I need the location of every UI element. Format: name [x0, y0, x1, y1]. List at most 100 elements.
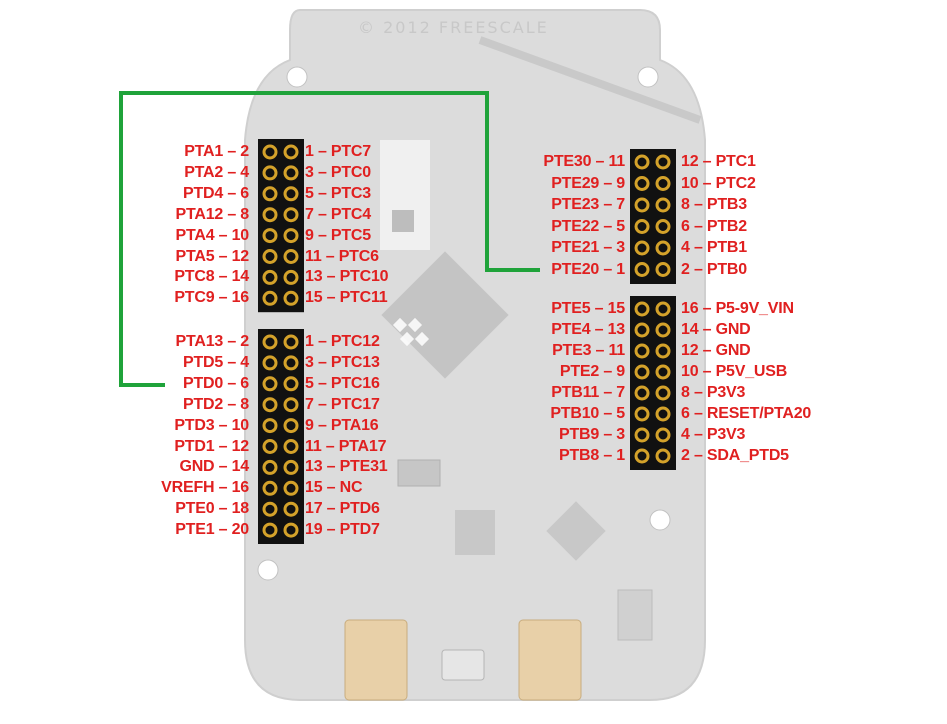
header-pin — [262, 439, 278, 454]
pin-label: 3 – PTC0 — [305, 163, 371, 181]
header-pin — [655, 301, 671, 317]
header-pin — [283, 418, 299, 434]
pin-label: 11 – PTC6 — [305, 247, 379, 265]
header-pin — [262, 269, 278, 285]
header-pin — [634, 301, 650, 317]
header-pin — [634, 406, 650, 422]
pin-label: PTE20 – 1 — [551, 260, 625, 278]
header-pin — [655, 154, 671, 170]
header-pin — [262, 290, 278, 306]
pin-label: 14 – GND — [681, 321, 751, 338]
pin-label: PTB8 – 1 — [559, 447, 625, 464]
header-pin — [634, 197, 650, 213]
header-pin — [283, 480, 299, 496]
header-pin — [283, 207, 299, 223]
pin-label: PTE30 – 11 — [543, 153, 625, 170]
pin-label: 1 – PTC12 — [305, 333, 380, 350]
header-pin — [634, 343, 650, 359]
u4-chip — [455, 510, 495, 555]
header-pin — [283, 501, 299, 517]
header-pin — [634, 385, 650, 401]
pin-label: PTA5 – 12 — [175, 247, 250, 265]
header-pin — [283, 249, 299, 264]
pin-label: PTE22 – 5 — [551, 217, 625, 235]
usb-connector-left — [344, 619, 408, 701]
usb-connector-right — [518, 619, 582, 701]
pin-label: PTA1 – 2 — [184, 143, 249, 160]
pin-label: PTA4 – 10 — [175, 226, 250, 244]
header-pin — [655, 322, 671, 338]
pin-label: PTE23 – 7 — [551, 196, 625, 213]
mcu-chip — [381, 251, 509, 379]
header-pin — [634, 154, 650, 170]
pin-label: PTD0 – 6 — [183, 374, 249, 392]
header-pin — [634, 176, 650, 191]
copyright-text: © 2012 FREESCALE — [358, 18, 549, 37]
header-pin — [283, 334, 299, 350]
qr-code — [380, 140, 430, 250]
u2-chip — [546, 501, 606, 561]
pin-label: 6 – PTB2 — [681, 217, 747, 235]
header-pin — [262, 480, 278, 496]
header-pin — [655, 385, 671, 401]
pin-label: 16 – P5-9V_VIN — [681, 300, 794, 317]
pin-label: 12 – GND — [681, 342, 751, 359]
pin-label: PTD5 – 4 — [183, 353, 249, 371]
header-pin — [283, 186, 299, 202]
reset-button — [441, 649, 485, 681]
pin-label: 7 – PTC17 — [305, 395, 380, 413]
header-pin — [283, 165, 299, 181]
pin-label: PTC9 – 16 — [174, 289, 249, 307]
pin-label: PTD3 – 10 — [174, 416, 249, 434]
header-pin — [262, 228, 278, 244]
mount-hole — [649, 509, 671, 531]
pin-label: PTB10 – 5 — [550, 405, 625, 422]
header-pin — [262, 459, 278, 475]
pin-label: PTE2 – 9 — [559, 363, 625, 380]
freescale-logo-icon — [392, 317, 430, 347]
header-pin — [283, 439, 299, 454]
pin-label: GND – 14 — [179, 458, 249, 476]
pin-label: 7 – PTC4 — [305, 205, 371, 223]
header-pin — [655, 219, 671, 234]
pin-label: 9 – PTC5 — [305, 226, 371, 244]
pin-label: PTE0 – 18 — [175, 500, 249, 518]
pin-label: 2 – SDA_PTD5 — [681, 447, 789, 464]
pin-label: 5 – PTC3 — [305, 184, 371, 202]
pin-label: PTE21 – 3 — [551, 239, 625, 256]
header-pin — [262, 397, 278, 413]
header-j9-block — [630, 296, 676, 470]
pin-label: 10 – P5V_USB — [681, 363, 788, 380]
header-pin — [655, 343, 671, 359]
pin-label: PTA2 – 4 — [184, 163, 249, 181]
mount-hole — [637, 66, 659, 88]
pin-label: PTE3 – 11 — [552, 342, 625, 359]
pin-label: PTE5 – 15 — [551, 300, 625, 317]
pin-label: 4 – P3V3 — [681, 426, 746, 443]
pin-label: PTB11 – 7 — [551, 384, 625, 401]
header-pin — [655, 262, 671, 277]
pin-label: 13 – PTC10 — [305, 268, 389, 286]
pin-label: 8 – PTB3 — [681, 196, 747, 213]
header-pin — [283, 522, 299, 538]
header-pin — [262, 207, 278, 223]
header-pin — [262, 376, 278, 392]
pin-label: PTD1 – 12 — [174, 437, 249, 455]
pin-label: PTE1 – 20 — [175, 521, 249, 539]
pin-label: PTE4 – 13 — [551, 321, 625, 338]
header-pin — [283, 269, 299, 285]
pin-label: 19 – PTD7 — [305, 521, 380, 539]
header-pin — [655, 240, 671, 256]
header-pin — [634, 448, 650, 464]
pin-label: 10 – PTC2 — [681, 174, 756, 192]
pin-label: PTB9 – 3 — [559, 426, 625, 443]
header-pin — [283, 355, 299, 371]
pin-label: 15 – NC — [305, 479, 363, 497]
header-pin — [634, 240, 650, 256]
header-pin — [262, 501, 278, 517]
qr-code-block — [392, 210, 414, 232]
header-pin — [634, 262, 650, 277]
header-pin — [655, 406, 671, 422]
header-pin — [655, 364, 671, 380]
